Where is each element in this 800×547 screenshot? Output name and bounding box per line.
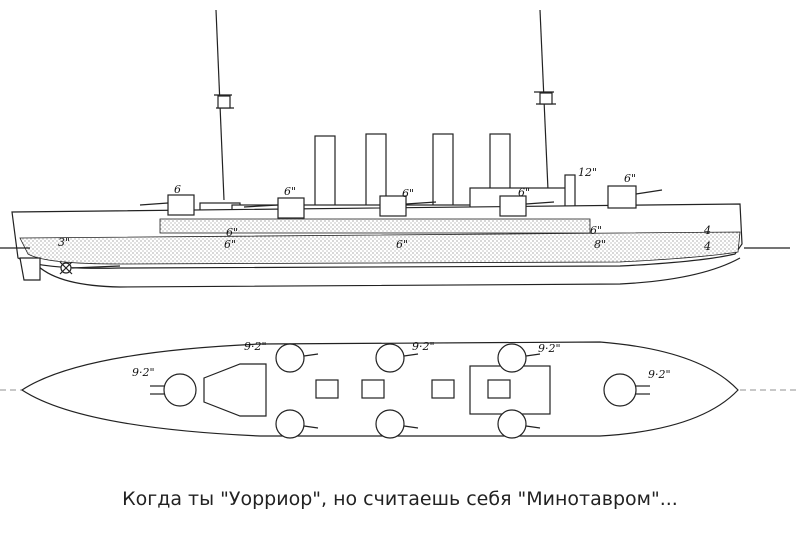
turret-aft-stbd — [497, 409, 541, 439]
funnel-1 — [314, 135, 336, 209]
gun-label: 6 — [174, 183, 181, 196]
fore-mast — [214, 9, 234, 201]
funnel-3 — [432, 133, 454, 209]
funnel-top-4 — [487, 379, 511, 399]
main-mast — [534, 9, 556, 191]
gun-label: 12" — [578, 166, 597, 179]
armor-label: 6" — [396, 238, 408, 251]
turret-label: 9·2" — [538, 342, 561, 355]
rudder-icon — [19, 257, 121, 281]
funnel-top-3 — [431, 379, 455, 399]
warship-drawing: 6 6" 6" 6" 6" 12" 3" 6" 6" 6" 6" 8" 4 4 — [0, 9, 800, 439]
turret-fwd-port — [275, 343, 319, 373]
casemate-armor — [159, 218, 591, 234]
turret-mid-stbd — [375, 409, 419, 439]
armor-label: 6" — [590, 224, 602, 237]
side-elevation: 6 6" 6" 6" 6" 12" 3" 6" 6" 6" 6" 8" 4 4 — [0, 9, 790, 288]
turret-aft-port — [497, 343, 541, 373]
armor-label: 6" — [226, 226, 238, 239]
turret-label: 9·2" — [648, 368, 671, 381]
gun-label: 6" — [518, 186, 530, 199]
gun-label: 6" — [284, 185, 296, 198]
gun-label: 6" — [402, 187, 414, 200]
fore-deckhouse — [203, 363, 267, 417]
armor-label: 3" — [58, 236, 70, 249]
armor-belt — [19, 231, 741, 265]
turret-mid-port — [375, 343, 419, 373]
turret-label: 9·2" — [412, 340, 435, 353]
armor-label: 6" — [224, 238, 236, 251]
side-gun-5 — [607, 185, 663, 209]
caption: Когда ты "Уорриор", но считаешь себя "Ми… — [122, 488, 678, 510]
turret-bow — [150, 373, 197, 407]
armor-label: 8" — [594, 238, 606, 251]
side-gun-1 — [139, 194, 195, 216]
funnel-top-1 — [315, 379, 339, 399]
turret-fwd-stbd — [275, 409, 319, 439]
side-gun-4 — [499, 195, 555, 217]
funnel-top-2 — [361, 379, 385, 399]
turret-label: 9·2" — [132, 366, 155, 379]
turret-label: 9·2" — [244, 340, 267, 353]
side-gun-2 — [243, 197, 305, 219]
armor-label: 4 — [703, 240, 711, 253]
turret-stern — [603, 373, 650, 407]
underwater-hull — [37, 257, 741, 288]
side-gun-3 — [379, 195, 437, 217]
armor-label: 4 — [703, 224, 711, 237]
gun-label: 6" — [624, 172, 636, 185]
plan-view: 9·2" 9·2" 9·2" 9·2" 9·2" — [0, 340, 800, 439]
